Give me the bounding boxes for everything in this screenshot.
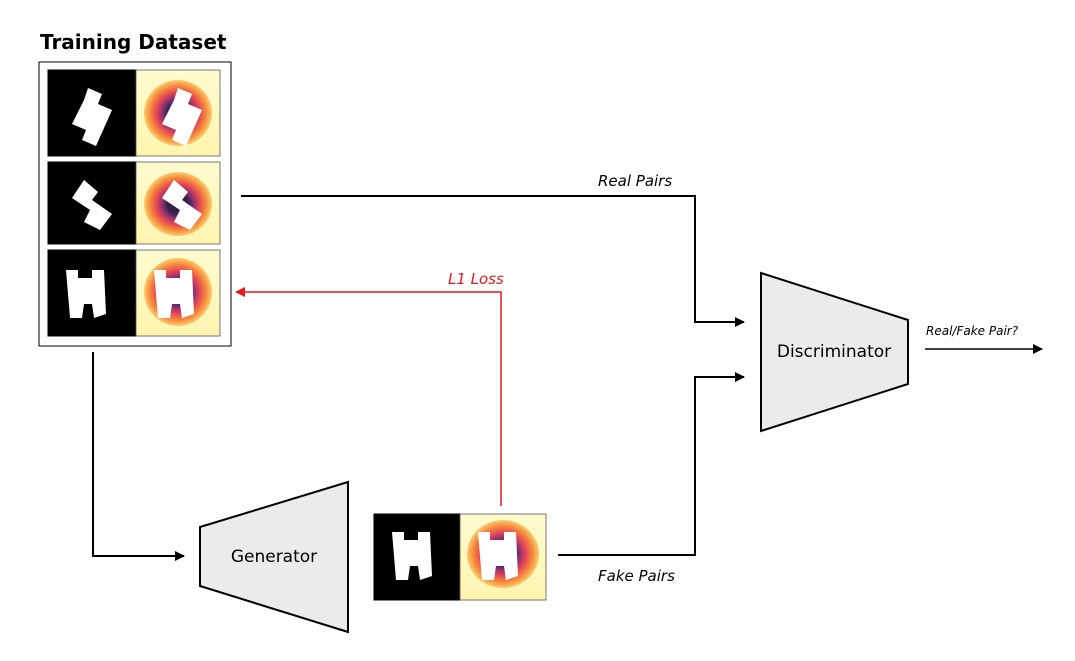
generator-label: Generator: [231, 547, 317, 567]
l1-loss-label: L1 Loss: [448, 270, 504, 288]
dataset-pair-2: [47, 161, 221, 245]
output-label: Real/Fake Pair?: [926, 324, 1019, 338]
mask-shape-2: [72, 180, 112, 230]
heatmap-shape-2: [162, 180, 202, 230]
generator-block: Generator: [199, 480, 349, 634]
mask-shape-3: [66, 270, 106, 318]
generated-pair: [373, 513, 547, 601]
dataset-title: Training Dataset: [40, 30, 227, 54]
discriminator-label: Discriminator: [777, 342, 891, 362]
fake-pairs-label: Fake Pairs: [598, 567, 675, 585]
heatmap-shape-3: [154, 270, 194, 318]
heatmap-shape-1: [162, 88, 202, 146]
dataset-pair-1: [47, 69, 221, 157]
training-dataset: [38, 61, 232, 347]
real-pairs-label: Real Pairs: [598, 172, 672, 190]
generated-heatmap-shape: [478, 532, 518, 580]
discriminator-block: Discriminator: [760, 271, 909, 433]
dataset-to-generator-arrow: [92, 352, 185, 561]
l1-loss-arrow: [235, 287, 502, 506]
dataset-pair-3: [47, 249, 221, 337]
real-pairs-arrow: [241, 195, 745, 327]
fake-pairs-arrow: [558, 372, 745, 556]
generated-mask-shape: [392, 532, 432, 580]
mask-shape-1: [72, 88, 112, 146]
